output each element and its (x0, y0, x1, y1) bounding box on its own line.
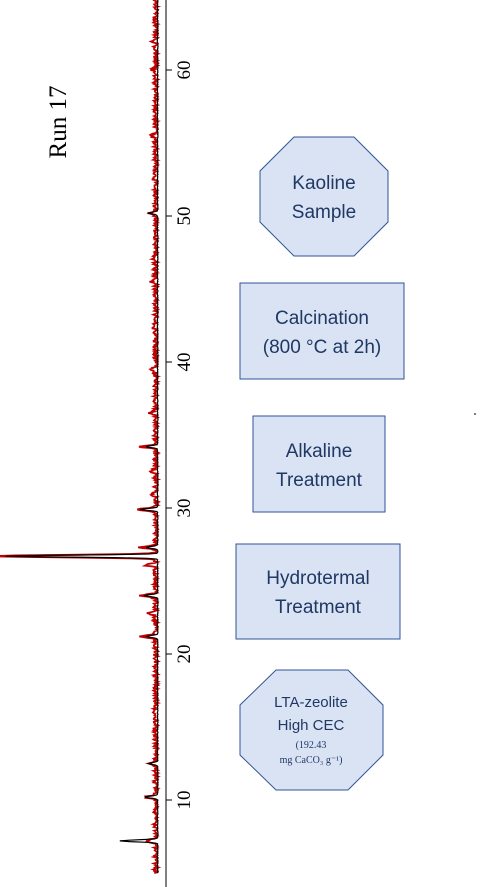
stage-calcination: Calcination (800 °C at 2h) (239, 282, 405, 380)
xrd-series-red (0, 0, 162, 874)
axis-tick-label: 10 (174, 791, 195, 810)
stage-lta-cec-line2: mg CaCO₃ g⁻¹) (280, 755, 343, 766)
stage-calcination-box (239, 282, 405, 380)
axis-tick-label: 20 (174, 645, 195, 664)
stage-hydrotermal-box (235, 543, 401, 640)
stage-lta-line2: High CEC (278, 717, 345, 734)
stage-hydrotermal-line2: Treatment (275, 597, 362, 618)
stage-calcination-line2: (800 °C at 2h) (263, 337, 382, 358)
stray-dot (474, 413, 476, 415)
stage-lta-line1: LTA-zeolite (274, 694, 348, 711)
stage-kaoline-line2: Sample (292, 202, 356, 223)
stage-alkaline-line2: Treatment (276, 470, 363, 491)
axis-tick-label: 40 (174, 353, 195, 372)
run-label: Run 17 (45, 86, 72, 159)
stage-kaoline: Kaoline Sample (259, 136, 389, 257)
stage-alkaline: Alkaline Treatment (252, 415, 386, 513)
stage-hydrotermal-line1: Hydrotermal (266, 568, 369, 589)
stage-lta: LTA-zeolite High CEC (192.43 mg CaCO₃ g⁻… (239, 669, 384, 791)
stage-kaoline-octagon (259, 136, 389, 257)
xrd-series-black (5, 0, 159, 873)
stage-hydrotermal: Hydrotermal Treatment (235, 543, 401, 640)
axis-tick-label: 50 (174, 207, 195, 226)
stage-alkaline-box (252, 415, 386, 513)
stage-calcination-line1: Calcination (275, 308, 369, 329)
xrd-pattern: 10 20 30 40 50 60 (0, 0, 195, 887)
stage-alkaline-line1: Alkaline (286, 441, 353, 462)
axis-tick-label: 60 (174, 61, 195, 80)
stage-lta-cec-line1: (192.43 (296, 740, 327, 751)
stage-lta-octagon (239, 669, 384, 791)
stage-kaoline-line1: Kaoline (292, 173, 355, 194)
axis-tick-label: 30 (174, 499, 195, 518)
axis-ticks: 10 20 30 40 50 60 (166, 61, 195, 810)
